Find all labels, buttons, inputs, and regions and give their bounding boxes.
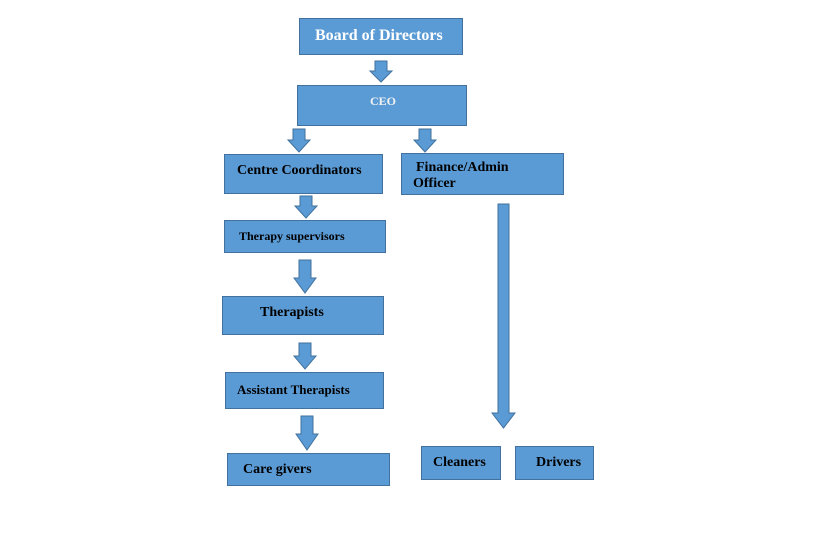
assistant-therapists-label: Assistant Therapists <box>237 382 350 397</box>
finance-admin-label-line1: Finance/Admin <box>416 160 509 175</box>
ceo-label: CEO <box>370 94 397 108</box>
ceo-box: CEO <box>297 85 467 126</box>
care-givers-box: Care givers <box>227 453 390 486</box>
therapists-label: Therapists <box>260 305 324 320</box>
therapy-supervisors-label: Therapy supervisors <box>239 229 345 243</box>
drivers-label: Drivers <box>536 455 582 470</box>
finance-admin-box: Finance/Admin Officer <box>401 153 564 195</box>
board-of-directors-label: Board of Directors <box>315 27 443 44</box>
centre-coordinators-box: Centre Coordinators <box>224 154 383 194</box>
drivers-box: Drivers <box>515 446 594 480</box>
arrow-ceo-to-centre-coordinators <box>286 128 312 153</box>
therapists-box: Therapists <box>222 296 384 335</box>
finance-admin-label-line2: Officer <box>413 176 456 191</box>
cleaners-box: Cleaners <box>421 446 501 480</box>
arrow-therapists-to-assistants <box>292 342 318 370</box>
board-of-directors-box: Board of Directors <box>299 18 463 55</box>
assistant-therapists-box: Assistant Therapists <box>225 372 384 409</box>
arrow-centre-to-therapy-supervisors <box>293 195 319 219</box>
centre-coordinators-label: Centre Coordinators <box>237 163 362 178</box>
arrow-ceo-to-finance-admin <box>412 128 438 153</box>
arrow-supervisors-to-therapists <box>293 259 317 294</box>
arrow-assistants-to-care-givers <box>295 415 319 451</box>
arrow-board-to-ceo <box>368 60 394 83</box>
care-givers-label: Care givers <box>243 462 312 477</box>
arrow-finance-to-support-staff <box>490 203 517 429</box>
therapy-supervisors-box: Therapy supervisors <box>224 220 386 253</box>
cleaners-label: Cleaners <box>433 455 486 470</box>
